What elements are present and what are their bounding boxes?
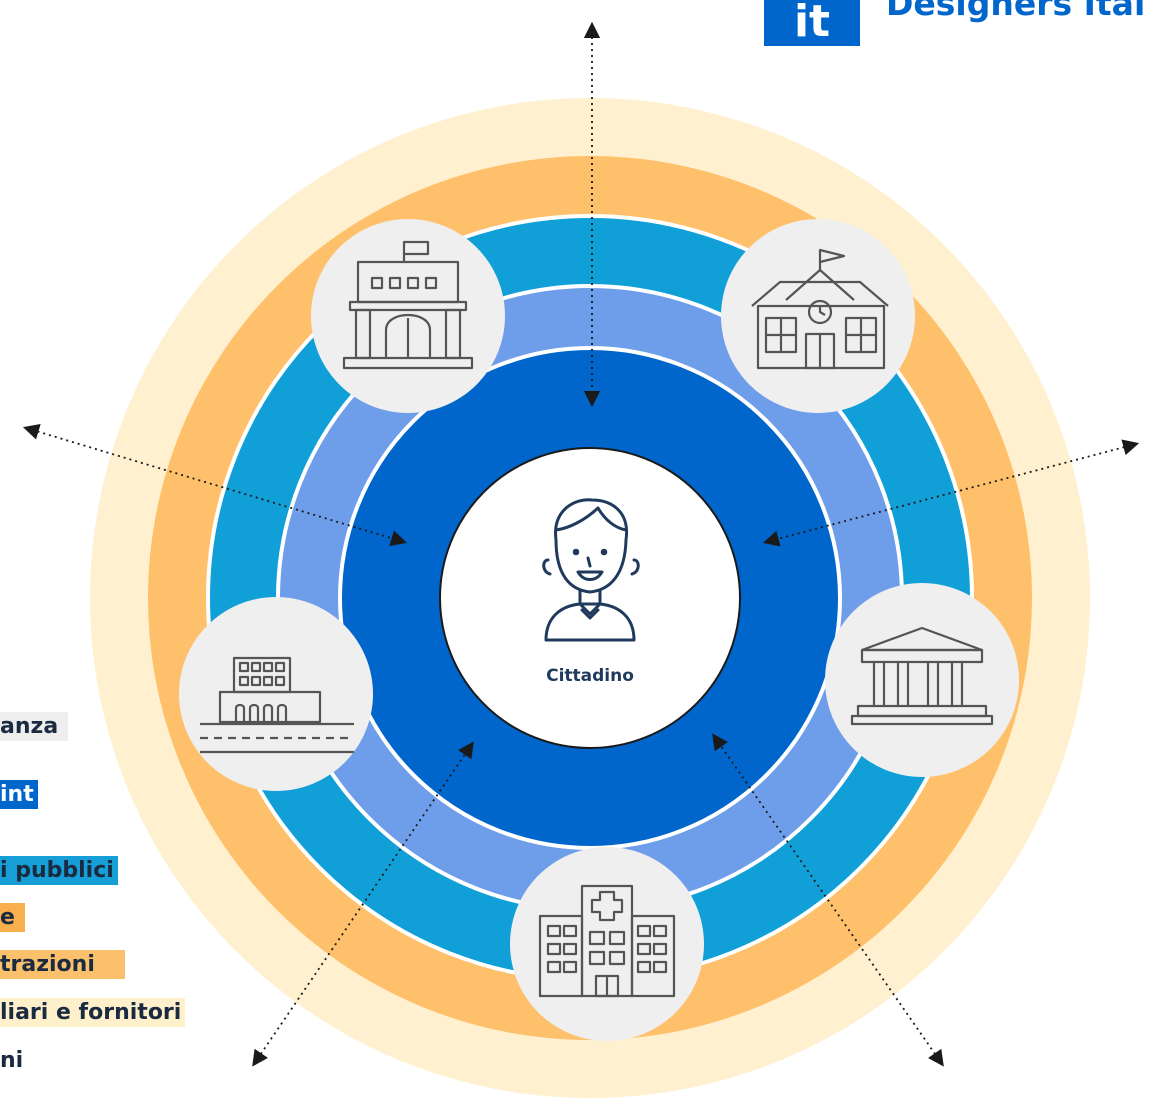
flow-arrows: [22, 21, 1140, 1067]
courthouse-icon: [850, 626, 994, 726]
legend-item-4: e: [0, 903, 25, 932]
arrow-bottom-right: [712, 733, 944, 1067]
satellite-hospital-circle: [510, 847, 704, 1041]
logo-mark: it: [764, 0, 860, 46]
legend-item-1: anza: [0, 712, 69, 741]
hospital-icon: [538, 884, 676, 998]
arrow-bottom-left: [252, 741, 474, 1067]
legend-item-2: int: [0, 780, 38, 809]
citizen-icon: [542, 498, 640, 642]
satellite-station-circle: [179, 597, 373, 791]
legend-item-7: ni: [0, 1046, 28, 1075]
satellite-courthouse-circle: [825, 583, 1019, 777]
arrow-right: [762, 439, 1140, 547]
town-hall-icon: [342, 240, 474, 370]
satellite-school-circle: [721, 219, 915, 413]
legend-item-6: liari e fornitori: [0, 998, 186, 1027]
school-icon: [751, 248, 889, 370]
center-circle: [439, 447, 741, 749]
legend-item-5: trazioni: [0, 950, 125, 979]
legend-item-3: i pubblici: [0, 856, 118, 885]
center-label: Cittadino: [546, 666, 634, 686]
logo-text: Designers Ital: [886, 0, 1146, 23]
